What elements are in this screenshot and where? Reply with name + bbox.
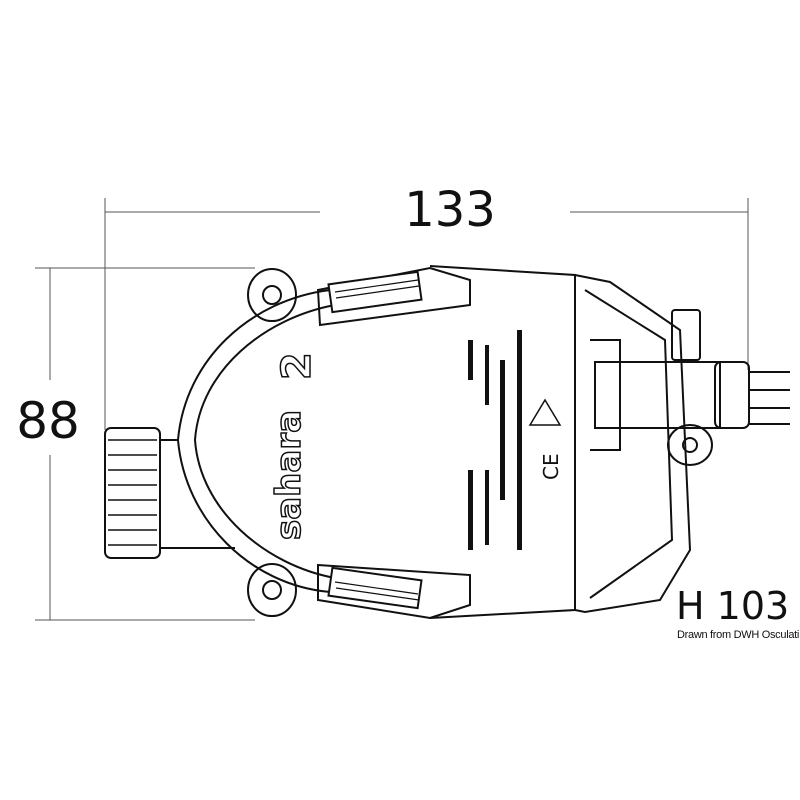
svg-text:CE: CE [539,453,563,480]
height-dimension-label: H 103 [676,584,790,628]
dimension-lines [35,198,749,621]
drawing-credit: Drawn from DWH Osculati Srl [677,629,800,641]
svg-text:2: 2 [274,352,320,380]
sahara-logo: sahara 2 [268,351,321,540]
depth-dimension-label: 88 [16,392,80,450]
width-dimension-label: 133 [404,182,496,238]
pump-body: CE [104,265,790,620]
product-label-print [468,330,522,550]
svg-text:sahara: sahara [269,410,309,540]
